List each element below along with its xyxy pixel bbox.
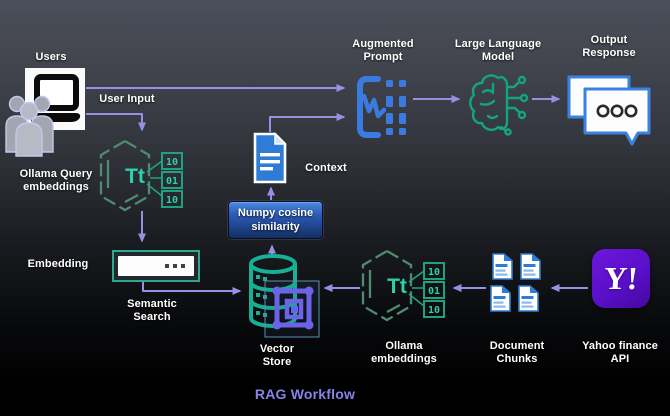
ollama-query-label: Ollama Query embeddings bbox=[19, 168, 93, 193]
numpy-cosine-box: Numpy cosine similarity bbox=[228, 201, 323, 239]
augmented-prompt-label: Augmented Prompt bbox=[352, 38, 414, 63]
svg-text:10: 10 bbox=[428, 305, 440, 316]
output-response-label: Output Response bbox=[582, 34, 636, 59]
vector-store-label: Vector Store bbox=[259, 343, 295, 368]
document-chunks-icon bbox=[490, 253, 541, 312]
ollama-embeddings-model-icon: Tt 10 01 10 bbox=[361, 249, 445, 322]
ellipsis-dot bbox=[173, 264, 177, 268]
svg-text:01: 01 bbox=[428, 286, 440, 297]
arrow-embedding-to-vector-store bbox=[142, 282, 242, 295]
people-icon bbox=[5, 95, 54, 157]
svg-text:01: 01 bbox=[166, 176, 178, 187]
ollama-embeddings-label: Ollama embeddings bbox=[371, 340, 437, 365]
binary-chips-icon bbox=[146, 152, 183, 208]
context-label: Context bbox=[305, 162, 347, 174]
yahoo-icon: Y! bbox=[592, 249, 650, 308]
context-document-icon bbox=[253, 132, 287, 184]
svg-text:10: 10 bbox=[166, 195, 178, 206]
ellipsis-dot bbox=[165, 264, 169, 268]
hexagon-network-icon bbox=[361, 249, 413, 322]
semantic-search-label: Semantic Search bbox=[127, 298, 177, 323]
hexagon-network-icon bbox=[99, 139, 151, 212]
ollama-query-model-icon: Tt 10 01 10 bbox=[99, 139, 183, 212]
diagram-title: RAG Workflow bbox=[254, 386, 356, 402]
chat-bubbles-icon bbox=[567, 75, 651, 146]
prompt-template-icon bbox=[357, 76, 406, 138]
arrow-users-to-ollama-query bbox=[86, 113, 146, 132]
arrow-context-to-augmented-prompt bbox=[269, 113, 346, 132]
svg-text:10: 10 bbox=[428, 267, 440, 278]
document-chunks-label: Document Chunks bbox=[489, 340, 545, 365]
embedding-field bbox=[118, 256, 194, 276]
llm-label: Large Language Model bbox=[454, 38, 542, 63]
chunk-document-icon bbox=[490, 253, 541, 312]
llm-brain-icon bbox=[469, 74, 529, 136]
binary-chips-icon bbox=[408, 262, 445, 318]
tt-monogram: Tt bbox=[387, 275, 407, 298]
ellipsis-dot bbox=[181, 264, 185, 268]
yahoo-logo-text: Y! bbox=[602, 260, 640, 296]
users-icon bbox=[5, 68, 85, 157]
embedding-box-icon bbox=[112, 250, 200, 282]
tt-monogram: Tt bbox=[125, 165, 145, 188]
user-input-label: User Input bbox=[99, 93, 155, 105]
embedding-label: Embedding bbox=[27, 258, 89, 270]
users-label: Users bbox=[35, 51, 67, 63]
vector-object-icon bbox=[264, 280, 320, 338]
yahoo-label: Yahoo finance API bbox=[582, 340, 658, 365]
svg-text:10: 10 bbox=[166, 157, 178, 168]
